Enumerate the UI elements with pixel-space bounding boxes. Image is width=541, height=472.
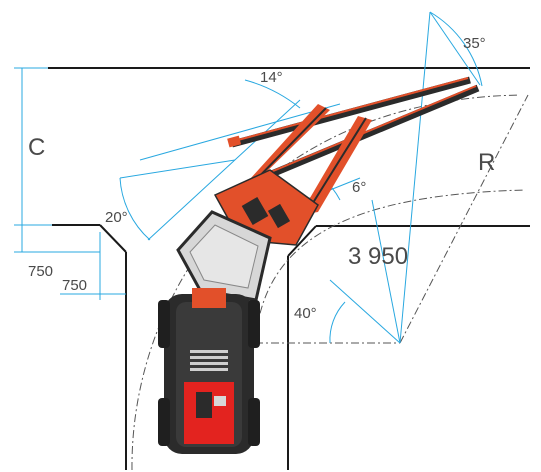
power-pack-detail bbox=[196, 392, 212, 418]
dimension-labels: 35° 14° 20° 6° 40° C R 3 950 750 750 bbox=[28, 35, 495, 322]
boom-base-block-2 bbox=[267, 203, 291, 229]
label-angle-14: 14° bbox=[260, 69, 283, 86]
upper-feed-tip bbox=[227, 135, 242, 148]
angle-arc-35 bbox=[429, 11, 483, 87]
inner-turning-arc bbox=[254, 189, 526, 346]
dim-r-line bbox=[399, 11, 431, 344]
angle-arc-14 bbox=[244, 79, 301, 109]
lower-feed-rail bbox=[265, 85, 477, 175]
label-angle-35: 35° bbox=[463, 35, 486, 52]
cab-window bbox=[189, 224, 259, 289]
carrier-chassis bbox=[158, 288, 260, 454]
inner-wall-left-vertical bbox=[99, 224, 127, 253]
label-angle-40: 40° bbox=[294, 305, 317, 322]
chassis-wheel-right-rear bbox=[248, 398, 260, 446]
dim-r-extension bbox=[429, 11, 481, 86]
tunnel-walls bbox=[48, 67, 530, 470]
label-dim-750-a: 750 bbox=[28, 263, 53, 280]
chassis-wheel-right-front bbox=[248, 300, 260, 348]
angle-arc-20 bbox=[119, 177, 151, 241]
upper-feed-rail bbox=[237, 77, 469, 141]
turning-arcs bbox=[131, 94, 529, 471]
operator-cab bbox=[176, 210, 272, 302]
label-angle-6: 6° bbox=[352, 179, 366, 196]
radius-line bbox=[399, 94, 529, 344]
angle-arc-40 bbox=[329, 301, 346, 344]
label-dim-c: C bbox=[28, 134, 45, 161]
articulation-joint bbox=[192, 288, 226, 308]
engine-grille bbox=[190, 350, 228, 371]
ext-line-40 bbox=[329, 279, 401, 344]
label-dim-750-b: 750 bbox=[62, 277, 87, 294]
boom-hydraulic-2 bbox=[305, 117, 367, 215]
outer-turning-arc bbox=[131, 94, 521, 471]
boom-base-block-1 bbox=[241, 196, 269, 226]
boom-arm-left bbox=[240, 104, 330, 190]
power-pack-light bbox=[214, 396, 226, 406]
chassis-wheel-left-rear bbox=[158, 398, 170, 446]
chassis-wheel-left-front bbox=[158, 300, 170, 348]
ext-line-20 bbox=[119, 159, 236, 179]
label-dim-3950: 3 950 bbox=[348, 243, 408, 270]
upper-feed-beam bbox=[231, 76, 471, 148]
label-dim-r: R bbox=[478, 149, 495, 176]
dimension-lines bbox=[14, 11, 483, 344]
inner-corner-left bbox=[287, 225, 317, 257]
lower-feed-beam bbox=[260, 84, 480, 182]
label-angle-20: 20° bbox=[105, 209, 128, 226]
ext-line-14 bbox=[139, 103, 341, 161]
ext-line-boom bbox=[147, 99, 301, 241]
dim-3950-line bbox=[371, 199, 401, 344]
